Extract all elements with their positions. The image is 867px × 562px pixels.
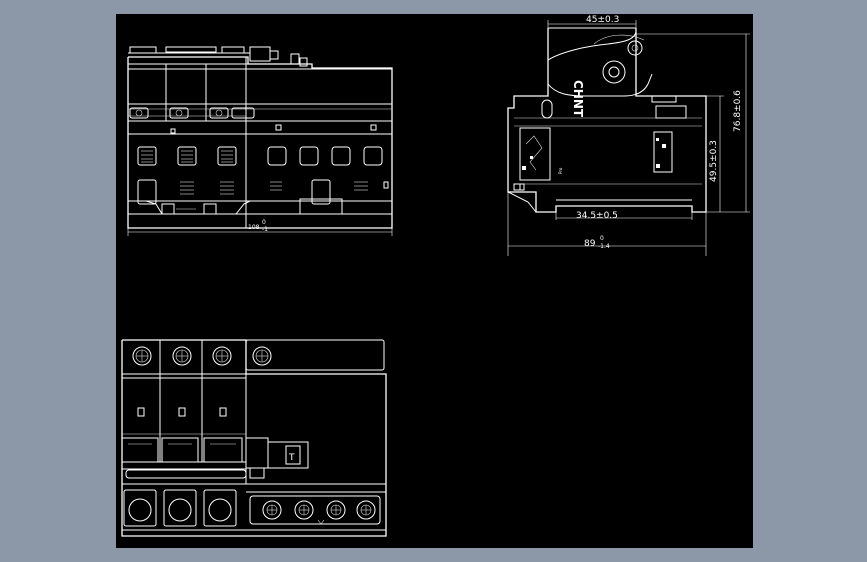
front-width-dim: 108 xyxy=(248,224,260,231)
cad-drawing-canvas: 108 0 -1 CHNT Pro xyxy=(121,15,750,537)
dim-depth-tol-upper: 0 xyxy=(600,235,604,242)
bottom-view: T xyxy=(121,339,387,537)
svg-text:Pro: Pro xyxy=(558,167,563,174)
front-view: 108 0 -1 xyxy=(127,46,393,236)
dim-top: 45±0.3 xyxy=(586,15,619,25)
dim-depth-tol-lower: -1.4 xyxy=(598,243,610,250)
dim-rail: 34.5±0.5 xyxy=(576,211,618,221)
dim-depth: 89 xyxy=(584,239,596,249)
bottom-right-screws xyxy=(249,495,381,525)
bottom-terminals xyxy=(123,489,237,527)
cad-viewport: 108 0 -1 CHNT Pro xyxy=(116,14,753,548)
test-button-label: T xyxy=(288,453,295,463)
side-view: CHNT Pro 45±0.3 76.8±0.6 49.5 xyxy=(507,15,750,256)
dim-height-total: 76.8±0.6 xyxy=(733,90,743,132)
dim-height-mid: 49.5±0.3 xyxy=(709,140,719,182)
bottom-top-screws xyxy=(132,346,272,366)
front-slots-left xyxy=(137,146,237,166)
front-slots-right xyxy=(267,146,383,166)
brand-logo: CHNT xyxy=(571,80,585,118)
front-width-tol-lower: -1 xyxy=(262,226,268,233)
front-width-tol-upper: 0 xyxy=(262,219,266,226)
